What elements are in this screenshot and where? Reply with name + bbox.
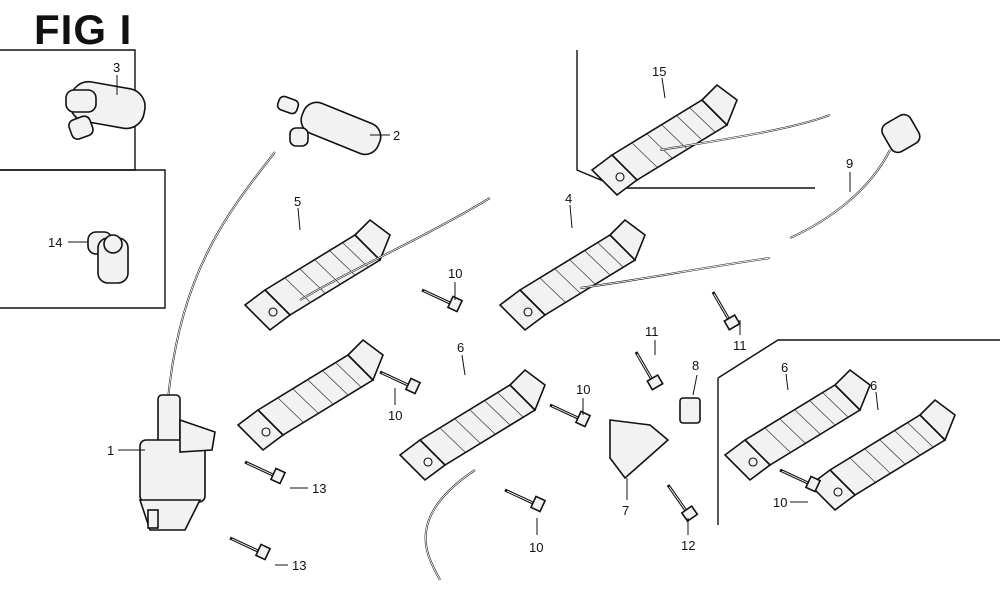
spark-plug-cap-2 [276, 95, 390, 156]
label-10-a: 10 [448, 266, 462, 281]
charge-coil-4 [499, 204, 771, 331]
bolt-10-d [503, 488, 547, 535]
charge-coil-6-inset [724, 369, 956, 511]
label-4: 4 [565, 191, 572, 206]
bolt-12 [655, 483, 705, 535]
label-6-inset-left: 6 [781, 360, 788, 375]
label-2: 2 [393, 128, 400, 143]
label-10-c: 10 [576, 382, 590, 397]
label-10-e: 10 [773, 495, 787, 510]
label-13-a: 13 [312, 481, 326, 496]
label-10-b: 10 [388, 408, 402, 423]
bolt-13-a [243, 460, 308, 489]
figure-title: FIG I [34, 6, 133, 53]
label-5: 5 [294, 194, 301, 209]
exciter-coil-15 [591, 77, 831, 196]
bolt-10-a [420, 282, 464, 314]
inset-frame-6 [717, 339, 1000, 525]
bolt-11-b [622, 340, 671, 395]
spark-plug-cap-14 [68, 231, 129, 284]
label-11-a: 11 [733, 338, 747, 353]
label-9: 9 [846, 156, 853, 171]
label-11-b: 11 [645, 324, 659, 339]
label-12: 12 [681, 538, 695, 553]
clip-8 [679, 374, 701, 424]
charge-coil-6-center [399, 354, 546, 581]
inset-frame-15 [576, 50, 815, 189]
bolt-11-a [699, 290, 748, 335]
label-15: 15 [652, 64, 666, 79]
label-7: 7 [622, 503, 629, 518]
label-3: 3 [113, 60, 120, 75]
ignition-coil-1 [118, 151, 276, 531]
label-6-center: 6 [457, 340, 464, 355]
charge-coil-5 [237, 197, 491, 451]
label-13-b: 13 [292, 558, 306, 573]
spark-plug-cap-3 [65, 75, 146, 140]
bolt-10-e [778, 468, 822, 503]
label-10-d: 10 [529, 540, 543, 555]
bolt-10-b [378, 370, 422, 405]
label-6-inset-right: 6 [870, 378, 877, 393]
inset-frame-14 [0, 169, 166, 309]
label-1: 1 [107, 443, 114, 458]
wire-harness-9 [789, 113, 921, 239]
label-14: 14 [48, 235, 62, 250]
bolt-10-c [548, 398, 592, 429]
label-8: 8 [692, 358, 699, 373]
bolt-13-b [228, 536, 288, 566]
bracket-7 [609, 419, 670, 500]
